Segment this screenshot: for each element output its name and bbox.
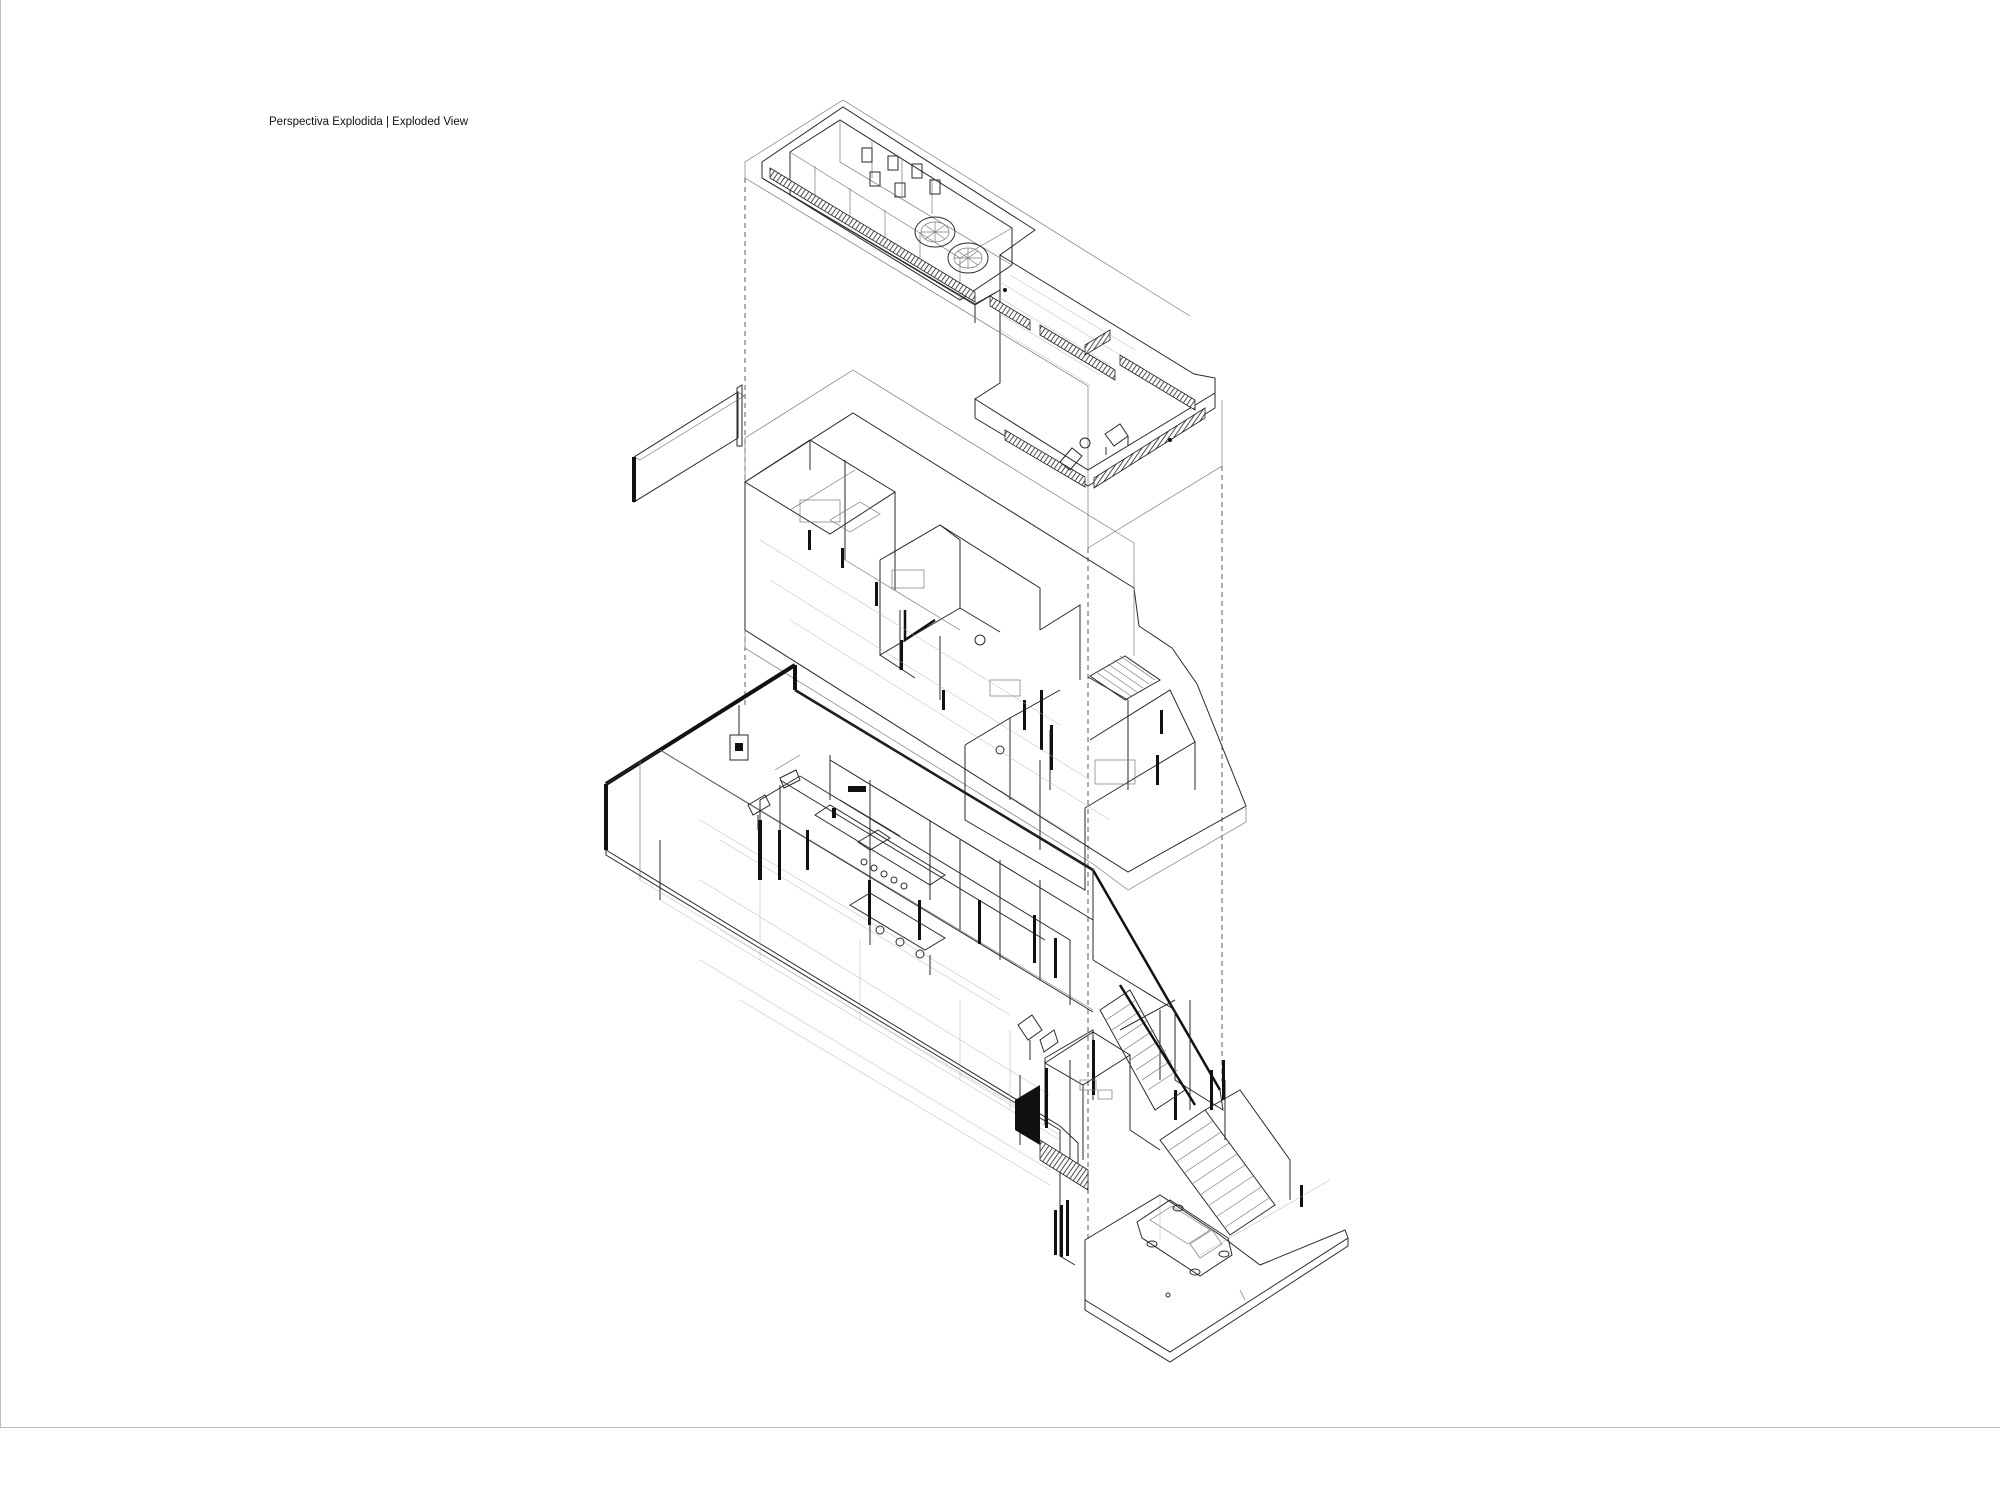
driveway-slab [1084,1179,1349,1363]
upper-floor-level [632,369,1247,891]
roof-terrace-level [744,99,1223,549]
ground-dark-frames [758,820,1225,1257]
alignment-dashed-lines [744,178,1223,1240]
upper-floor-partitions [744,439,1196,891]
hot-tub-icon [914,216,989,274]
sheet-border-bottom [0,1427,2000,1428]
sheet-border-left [0,0,1,1427]
entrance-bathroom-block [1044,1031,1161,1160]
roof-room-partitions [814,140,941,266]
dark-wall-panel [1015,1085,1089,1191]
upper-floor-furniture [799,499,1136,785]
lounge-chairs-icon [747,754,1059,1060]
roof-railings [769,167,1206,489]
car-icon [1136,1199,1233,1277]
drawing-title: Perspectiva Explodida | Exploded View [269,116,469,128]
fireplace-icon [729,705,749,761]
kitchen-counter-icon [814,786,946,890]
ground-floor-level [604,663,1349,1363]
ground-stair-icon [1099,984,1197,1111]
roof-deck-boards [999,274,1136,386]
ground-side-elevation-lines [639,819,1061,1186]
upper-dark-frames [808,530,1163,785]
entrance-steps-icon [1159,1089,1303,1236]
upper-floor-underside [759,539,1111,841]
terrace-chairs-icon [1059,423,1129,471]
dining-table-icon [849,892,946,975]
upper-stair-icon [1089,655,1161,701]
